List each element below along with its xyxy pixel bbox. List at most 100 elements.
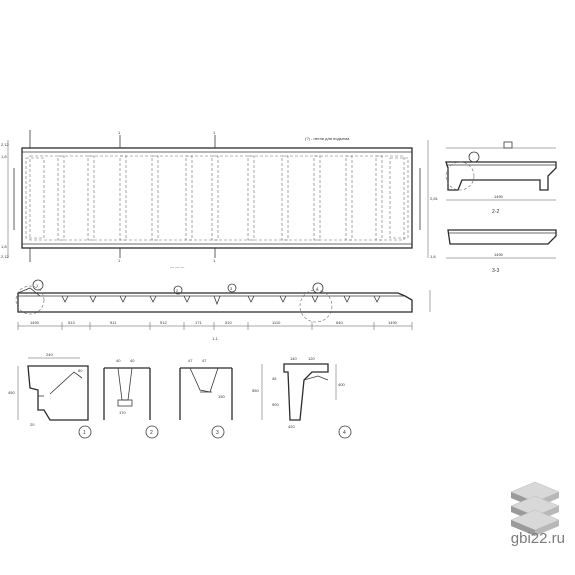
rib-bump xyxy=(89,295,97,303)
plan-end-rib-left xyxy=(25,157,45,239)
detail-4-fillet xyxy=(303,375,329,381)
dim-text: 1490 xyxy=(30,320,40,325)
detail-3-outline xyxy=(179,367,233,420)
section-label: 3-3 xyxy=(492,268,499,274)
plan-view: 1 1 1 1 2,12 1,8 1,8 2,12 2,61 1,8 (?) -… xyxy=(1,130,439,269)
axis-mark: 1 xyxy=(213,258,216,263)
detail-zone-circle xyxy=(299,289,333,323)
dim-text: 1490 xyxy=(494,194,504,199)
dim-text: 2,12 xyxy=(1,254,10,259)
detail-3: 47 47 150 3 xyxy=(179,358,233,439)
dim-text: 170 xyxy=(119,410,126,415)
detail-2-base xyxy=(117,399,133,407)
section-2-2: 1490 2-2 xyxy=(445,141,557,215)
detail-4-outline xyxy=(283,363,329,421)
detail-4: 140 120 550 400 45 900 420 4 xyxy=(252,356,352,439)
callout-label: 4 xyxy=(316,286,319,291)
detail-zone-circle xyxy=(445,161,475,191)
dim-text: 1,8 xyxy=(1,154,7,159)
dim-text: 240 xyxy=(46,352,53,357)
rib xyxy=(211,155,219,241)
detail-2: 40 40 170 2 xyxy=(103,358,159,439)
dim-text: 1,8 xyxy=(430,254,436,259)
detail-label: 1 xyxy=(83,430,86,436)
rib-bump xyxy=(311,295,319,303)
dim-text: 1490 xyxy=(494,252,504,257)
axis-mark: 1 xyxy=(118,130,121,135)
elevation-left-support xyxy=(17,287,41,297)
detail-1-outline xyxy=(27,365,89,421)
rib-bump xyxy=(149,295,157,303)
site-logo xyxy=(510,481,560,536)
detail-label-circle xyxy=(338,425,352,439)
dim-text: 20 xyxy=(30,422,35,427)
detail-label-circle xyxy=(78,425,92,439)
dim-text: 640 xyxy=(336,320,343,325)
detail-1: 240 450 80 20 1 xyxy=(8,352,92,439)
callout-circle xyxy=(312,282,324,294)
callout-circle xyxy=(173,285,183,295)
plan-hidden-outline xyxy=(29,155,405,241)
dim-text: 140 xyxy=(290,356,297,361)
rib-bump xyxy=(213,295,221,306)
rib xyxy=(345,155,353,241)
rib-bump xyxy=(343,295,351,303)
elevation-view: 1 2 3 4 1490 513 911 512 171 510 1110 64… xyxy=(15,279,431,341)
rib xyxy=(87,155,95,241)
rib xyxy=(247,155,255,241)
callout-circle xyxy=(32,279,44,291)
dim-text: 80 xyxy=(78,368,83,373)
axis-mark: 1 xyxy=(118,258,121,263)
dim-text: 510 xyxy=(225,320,232,325)
dim-text: 40 xyxy=(130,358,135,363)
rib xyxy=(281,155,289,241)
dim-text: 45 xyxy=(272,376,277,381)
section-3-3-outline xyxy=(447,229,557,245)
elevation-outline xyxy=(17,292,413,313)
dim-chain-ticks xyxy=(17,322,413,330)
rib-bump xyxy=(247,295,255,303)
detail-1-lug xyxy=(49,371,83,395)
rib xyxy=(57,155,65,241)
detail-label: 4 xyxy=(343,430,346,436)
rib xyxy=(375,155,383,241)
dim-text: 513 xyxy=(68,320,75,325)
section-3-3: 1490 3-3 xyxy=(446,229,557,274)
dim-text: 2,61 xyxy=(430,196,439,201)
detail-label: 2 xyxy=(150,430,153,436)
dim-text: 47 xyxy=(188,358,193,363)
dim-text: 400 xyxy=(338,382,345,387)
detail-label-circle xyxy=(211,425,225,439)
site-watermark: gbi22.ru xyxy=(510,530,565,547)
dim-text: 171 xyxy=(195,320,202,325)
rib-bump xyxy=(183,295,191,303)
section-2-2-outline xyxy=(445,161,557,191)
detail-label-circle xyxy=(145,425,159,439)
dim-text: 47 xyxy=(202,358,207,363)
rib-bump xyxy=(373,295,381,303)
dim-text: 512 xyxy=(160,320,167,325)
rib-bump xyxy=(279,295,287,303)
dim-text: 120 xyxy=(308,356,315,361)
plan-center-note: — — — xyxy=(170,264,184,269)
callout-label: 3 xyxy=(230,286,233,291)
plan-note: (?) - петли для подъема xyxy=(305,136,350,141)
dim-text: 1,8 xyxy=(1,244,7,249)
dim-text: 911 xyxy=(110,320,117,325)
dim-text: 40 xyxy=(116,358,121,363)
axis-mark: 1 xyxy=(213,130,216,135)
rib-bump xyxy=(119,295,127,303)
callout-circle xyxy=(468,151,480,163)
dim-text: 450 xyxy=(8,390,15,395)
dim-text: 150 xyxy=(218,394,225,399)
detail-2-outline xyxy=(103,367,151,420)
rib-bump xyxy=(61,295,69,303)
elevation-ribs xyxy=(61,295,381,306)
dim-text: 1110 xyxy=(272,320,281,325)
rib xyxy=(185,155,193,241)
plan-ribs xyxy=(57,155,383,241)
section-label: 1-1 xyxy=(212,336,219,341)
detail-zone-circle xyxy=(15,285,45,315)
plan-outline xyxy=(21,147,413,249)
